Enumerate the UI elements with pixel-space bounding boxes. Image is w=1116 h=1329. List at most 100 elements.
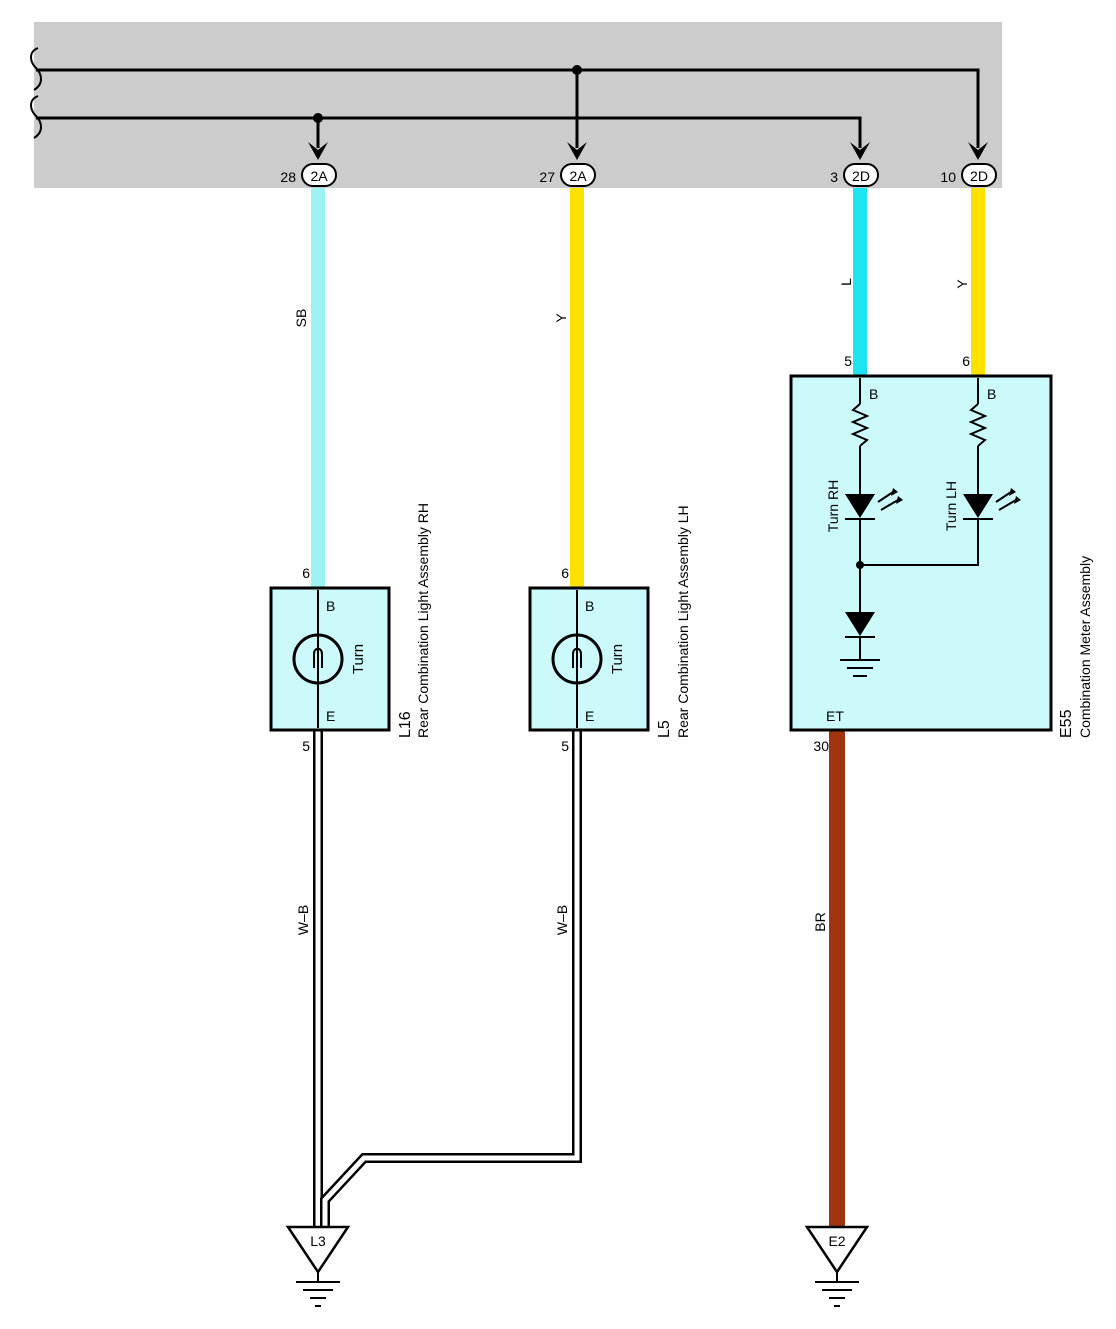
connector-pin-number: 10 bbox=[940, 169, 956, 185]
connector-pin-number: 3 bbox=[830, 169, 838, 185]
wire-br bbox=[829, 731, 845, 1227]
wire-w-b-group bbox=[313, 731, 582, 1230]
connector-label: 2A bbox=[569, 168, 587, 184]
bus-line-lower bbox=[36, 116, 862, 148]
component-id: L16 bbox=[397, 711, 414, 738]
ground-point-marker-icon bbox=[804, 1225, 870, 1275]
pin-number: 5 bbox=[844, 353, 852, 369]
component-l5: 6 B E Turn 5 L5 Rear Combination Light A… bbox=[528, 505, 691, 754]
diode-icon bbox=[845, 612, 875, 636]
splice-point bbox=[313, 113, 323, 123]
component-box bbox=[789, 374, 1053, 732]
terminal-label: B bbox=[869, 386, 878, 402]
connector-badge bbox=[843, 163, 879, 187]
connector-badge bbox=[560, 163, 596, 187]
pin-number: 6 bbox=[962, 353, 970, 369]
component-id: L5 bbox=[656, 720, 673, 738]
connector-badge bbox=[961, 163, 997, 187]
ground-point-id: L3 bbox=[310, 1233, 326, 1249]
splice-point bbox=[856, 561, 864, 569]
component-name: Rear Combination Light Assembly RH bbox=[415, 503, 431, 738]
component-box bbox=[269, 586, 391, 732]
connector-badge bbox=[301, 163, 337, 187]
ground-symbol-icon bbox=[296, 1281, 340, 1307]
light-emission-icon bbox=[877, 491, 894, 503]
connector-3-2D: 3 2D bbox=[830, 163, 879, 187]
terminal-label: ET bbox=[826, 708, 844, 724]
bus-line-upper bbox=[36, 68, 980, 148]
ground-point-marker-icon bbox=[285, 1225, 351, 1275]
wire-w-b-lh bbox=[322, 731, 580, 1230]
component-name: Rear Combination Light Assembly LH bbox=[675, 505, 691, 738]
connector-pin-number: 28 bbox=[280, 169, 296, 185]
wire-w-b-lh bbox=[320, 731, 582, 1230]
terminal-label: E bbox=[326, 708, 335, 724]
connector-label: 2A bbox=[310, 168, 328, 184]
light-emission-icon bbox=[896, 496, 903, 504]
light-emission-icon bbox=[880, 499, 899, 511]
ground-point-l3: L3 bbox=[285, 1225, 351, 1307]
ground-point-id: E2 bbox=[828, 1233, 845, 1249]
led-icon bbox=[845, 494, 875, 518]
connector-arrow-icon bbox=[968, 142, 988, 160]
wire-code-label: SB bbox=[293, 309, 309, 328]
wire-break-icon bbox=[30, 47, 42, 91]
component-box bbox=[528, 586, 650, 732]
bulb-filament-icon bbox=[313, 647, 323, 668]
connector-arrow-icon bbox=[850, 142, 870, 160]
pin-number: 30 bbox=[813, 738, 829, 754]
terminal-label: B bbox=[585, 598, 594, 614]
element-label: Turn bbox=[609, 644, 626, 674]
light-emission-icon bbox=[995, 491, 1012, 503]
ground-symbol-icon bbox=[840, 659, 880, 677]
component-name: Combination Meter Assembly bbox=[1077, 556, 1093, 738]
bulb-filament-icon bbox=[572, 647, 582, 668]
connector-28-2A: 28 2A bbox=[280, 163, 337, 187]
terminal-label: B bbox=[987, 386, 996, 402]
component-id: E55 bbox=[1058, 709, 1075, 738]
wire-y-lh bbox=[570, 188, 584, 588]
splice-point bbox=[572, 65, 582, 75]
wire-y-meter bbox=[971, 188, 985, 376]
terminal-label: B bbox=[326, 598, 335, 614]
junction-block bbox=[30, 22, 1002, 188]
bulb-icon bbox=[292, 633, 344, 685]
connector-label: 2D bbox=[970, 168, 988, 184]
wire-code-label: BR bbox=[812, 912, 828, 931]
connector-label: 2D bbox=[852, 168, 870, 184]
indicator-label: Turn RH bbox=[825, 480, 841, 532]
wire-sb bbox=[311, 188, 325, 588]
connector-27-2A: 27 2A bbox=[539, 163, 596, 187]
wire-code-label: Y bbox=[553, 313, 569, 323]
pin-number: 5 bbox=[561, 738, 569, 754]
wire-break-icon bbox=[30, 95, 42, 139]
connector-pin-number: 27 bbox=[539, 169, 555, 185]
pin-number: 6 bbox=[302, 565, 310, 581]
junction-block-background bbox=[34, 22, 1002, 188]
ground-symbol-icon bbox=[815, 1281, 859, 1307]
wire-l bbox=[853, 188, 867, 376]
light-emission-icon bbox=[891, 488, 898, 496]
terminal-label: E bbox=[585, 708, 594, 724]
light-emission-icon bbox=[1014, 496, 1021, 504]
resistor-icon bbox=[850, 403, 870, 447]
internal-wire bbox=[860, 519, 979, 566]
connector-10-2D: 10 2D bbox=[940, 163, 997, 187]
wire-code-label: W–B bbox=[554, 905, 570, 935]
component-l16: 6 B E Turn 5 L16 Rear Combination Light … bbox=[269, 503, 431, 754]
light-emission-icon bbox=[998, 499, 1017, 511]
pin-number: 5 bbox=[302, 738, 310, 754]
pin-number: 6 bbox=[561, 565, 569, 581]
wire-code-label: L bbox=[838, 278, 854, 286]
connector-arrow-icon bbox=[308, 142, 328, 160]
led-icon bbox=[963, 494, 993, 518]
wire-code-label: W–B bbox=[295, 905, 311, 935]
connector-arrow-icon bbox=[567, 142, 587, 160]
element-label: Turn bbox=[350, 644, 367, 674]
bulb-icon bbox=[551, 633, 603, 685]
wire-code-label: Y bbox=[954, 279, 970, 289]
light-emission-icon bbox=[1009, 488, 1016, 496]
component-e55: 5 6 B B Turn RH Turn LH bbox=[789, 353, 1093, 754]
ground-point-e2: E2 bbox=[804, 1225, 870, 1307]
